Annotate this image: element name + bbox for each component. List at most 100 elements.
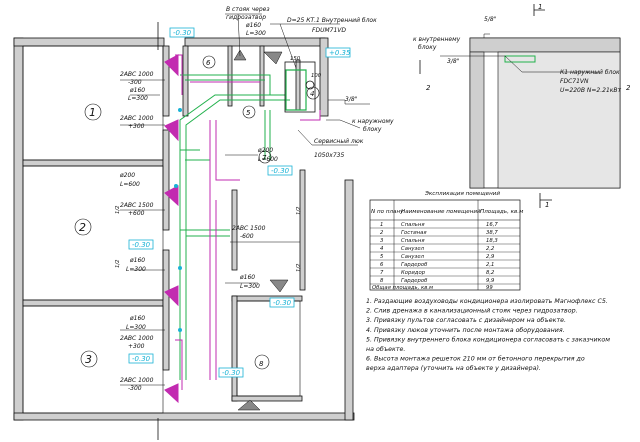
length-300-b: L=300: [128, 95, 148, 102]
stand-note-1: В стояк через: [226, 6, 270, 13]
abs-d-label: 2АВС 1500: [232, 225, 266, 232]
length-600-b: L=600: [120, 181, 140, 188]
outdoor-unit-1: К1 наружный блок: [560, 69, 620, 76]
abs-f-value: -300: [128, 385, 142, 392]
duct-160-c: ø160: [129, 257, 145, 264]
service-hatch: Сервисный люк: [314, 138, 364, 145]
table-row-area: 9,9: [486, 278, 495, 284]
note-line: 6. Высота монтажа решеток 210 мм от бето…: [366, 355, 585, 363]
table-row-name: Спальня: [401, 238, 425, 244]
explication-table: Экспликация помещений N по плану Наимено…: [369, 191, 524, 291]
outdoor-unit-2: FDC71VN: [560, 78, 589, 85]
room-7-number: 7: [262, 154, 267, 162]
dim-half-a: 1/2: [115, 205, 121, 214]
pipe-3-8-top: 3/8": [345, 96, 358, 103]
table-row-name: Спальня: [401, 222, 425, 228]
room-3-number: 3: [85, 353, 92, 366]
to-inner-2: блоку: [418, 44, 437, 51]
section-1-right: 1: [545, 201, 549, 209]
room-2-number: 2: [79, 221, 86, 234]
table-row-area: 16,7: [486, 222, 498, 228]
room-5-number: 5: [246, 109, 251, 117]
section-1-top: 1: [538, 3, 542, 11]
abs-c-label: 2АВС 1500: [120, 202, 154, 209]
table-row-area: 2,2: [486, 246, 495, 252]
hatch-size: 1050x735: [314, 152, 344, 159]
abs-c-value: +600: [128, 210, 145, 217]
table-row-number: 8: [380, 278, 384, 284]
table-row-number: 7: [380, 270, 384, 276]
level-mark-a: -0.30: [173, 29, 192, 37]
note-line: 3. Привязку пультов согласовать с дизайн…: [366, 316, 566, 324]
level-mark-e: -0.30: [132, 355, 151, 363]
table-row-name: Гостиная: [401, 230, 427, 236]
pipe-5-8-a: 5/8": [484, 16, 497, 23]
duct-160-d: ø160: [239, 274, 255, 281]
grilles: [164, 54, 179, 404]
abs-e-label: 2АВС 1000: [120, 335, 154, 342]
to-inner-1: к внутреннему: [413, 36, 461, 43]
header-n: N по плану: [371, 209, 404, 215]
room-6-number: 6: [206, 59, 211, 67]
abs-b-value: +300: [128, 123, 145, 130]
note-line: 5. Привязку внутреннего блока кондиционе…: [366, 335, 610, 343]
length-300-e: L=300: [126, 324, 146, 331]
duct-160-b: ø160: [129, 87, 145, 94]
note-line: 2. Слив дренажа в канализационный стояк …: [366, 308, 578, 315]
leader-lines: [120, 13, 370, 386]
level-mark-c: -0.30: [271, 167, 290, 175]
table-row-number: 3: [380, 238, 384, 244]
length-300-c: L=300: [126, 266, 146, 273]
table-row-area: 18,3: [486, 238, 498, 244]
indoor-unit-box: [284, 61, 316, 113]
level-mark-g: -0.30: [273, 299, 292, 307]
abs-a-label: 2АВС 1000: [120, 71, 154, 78]
note-line: на объекте.: [366, 345, 405, 353]
room-number-markers: [74, 55, 320, 370]
notes-list: 1. Раздающие воздуховоды кондиционера из…: [366, 298, 610, 372]
level-marks: -0.30 +0.35 -0.30 -0.30 -0.30 -0.30 -0.3…: [128, 27, 351, 378]
duct-200-b: ø200: [119, 172, 135, 179]
to-outdoor-2: блоку: [363, 126, 382, 133]
duct-magenta-network: [175, 54, 321, 390]
sensor-dots: [174, 108, 182, 332]
table-row-name: Гардероб: [401, 262, 428, 268]
note-line: верха адаптера (уточнить на объекте у ди…: [366, 364, 541, 372]
note-line: 4. Привязку люков уточнить после монтажа…: [366, 326, 565, 334]
section-2-left: 2: [426, 84, 431, 92]
dim-half-c: 1/2: [296, 206, 302, 215]
table-row-number: 4: [380, 246, 383, 252]
room-1-number: 1: [89, 106, 96, 119]
table-row-number: 5: [380, 254, 384, 260]
table-row-name: Гардероб: [401, 278, 428, 284]
section-2-plan: 2: [626, 84, 631, 92]
dim-150: 150: [290, 56, 301, 62]
table-row-number: 1: [380, 222, 383, 228]
length-300-a: L=300: [246, 30, 266, 37]
abs-b-label: 2АВС 1000: [120, 115, 154, 122]
table-row-name: Санузел: [401, 246, 425, 252]
abs-f-label: 2АВС 1000: [120, 377, 154, 384]
table-row-name: Санузел: [401, 254, 425, 260]
abs-a-value: -300: [128, 79, 142, 86]
table-row-name: Коридор: [401, 270, 426, 276]
length-600-a: L=600: [258, 156, 278, 163]
dim-half-d: 1/2: [296, 263, 302, 272]
abs-e-value: +300: [128, 343, 145, 350]
outdoor-unit-3: U=220В N=2.21кВт: [560, 87, 622, 94]
header-area: Площадь, кв.м: [480, 209, 524, 215]
indoor-unit-model: FDUM71VD: [312, 27, 346, 34]
room-outlines: [22, 45, 301, 414]
duct-green-network: [179, 69, 307, 380]
walls: [13, 37, 355, 421]
dim-half-b: 1/2: [115, 259, 121, 268]
to-outdoor-1: к наружному: [352, 118, 394, 125]
abs-d-value: -600: [240, 233, 254, 240]
level-mark-f: -0.30: [222, 369, 241, 377]
dim-100: 100: [311, 73, 322, 79]
level-mark-b: +0.35: [329, 49, 351, 57]
note-line: 1. Раздающие воздуховоды кондиционера из…: [366, 298, 608, 305]
indoor-unit-label: D=25 КТ.1 Внутренний блок: [287, 17, 377, 24]
table-total-label: Общая площадь, кв.м: [372, 285, 433, 291]
